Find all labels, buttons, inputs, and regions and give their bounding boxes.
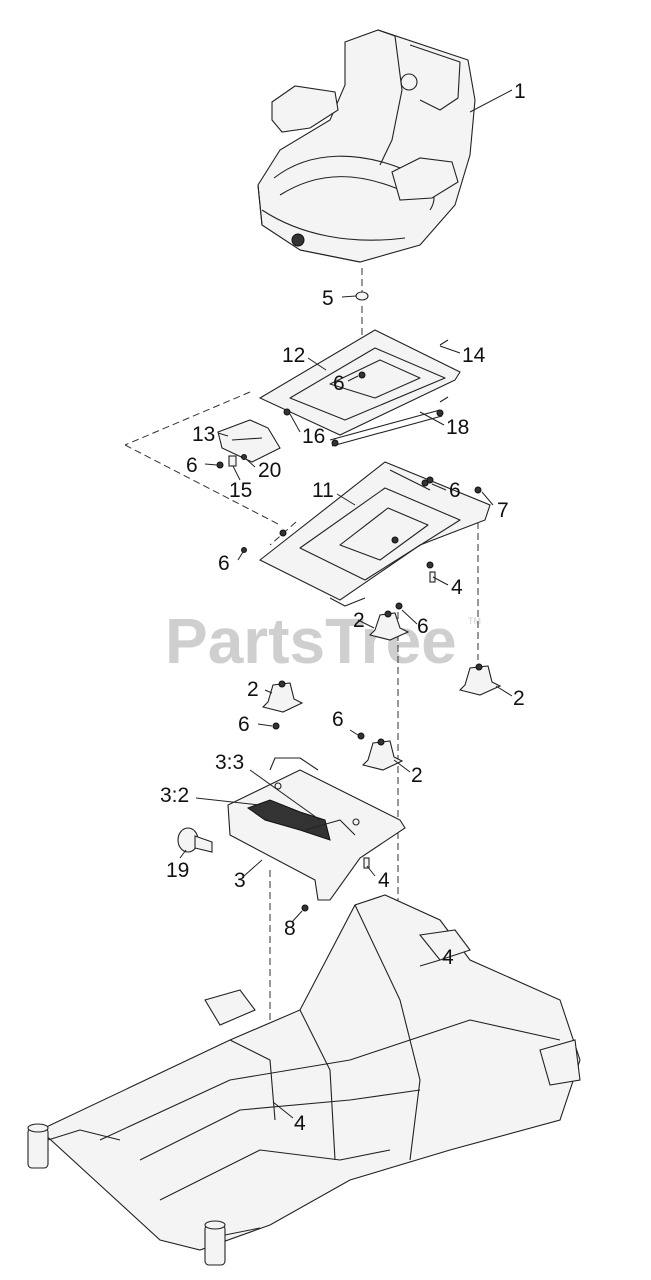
control-panel-part[interactable] (227, 757, 406, 901)
callout-1: 1 (514, 80, 526, 103)
isolator-mount-1[interactable] (368, 610, 410, 641)
callout-3-3: 3:3 (215, 751, 244, 774)
isolator-mount-3[interactable] (261, 680, 304, 713)
callout-3-2: 3:2 (160, 784, 189, 807)
callout-6: 6 (333, 372, 345, 395)
callout-2: 2 (411, 764, 423, 787)
callout-2: 2 (353, 609, 365, 632)
callout-19: 19 (166, 859, 189, 882)
callout-4: 4 (378, 869, 390, 892)
callout-13: 13 (192, 423, 215, 446)
callout-4: 4 (451, 576, 463, 599)
seat-plate-part[interactable] (258, 329, 461, 447)
bracket-hardware[interactable] (216, 454, 247, 469)
isolator-mount-2[interactable] (458, 663, 502, 696)
chassis-frame[interactable] (27, 894, 581, 1266)
callout-2: 2 (247, 678, 259, 701)
callout-6: 6 (332, 708, 344, 731)
callout-4: 4 (442, 946, 454, 969)
callout-6: 6 (449, 479, 461, 502)
callout-6: 6 (417, 615, 429, 638)
callout-8: 8 (284, 917, 296, 940)
watermark-text: PartsTree (165, 605, 457, 677)
callout-12: 12 (282, 344, 305, 367)
callout-4: 4 (294, 1112, 306, 1135)
callout-16: 16 (302, 425, 325, 448)
callout-2: 2 (513, 687, 525, 710)
callout-3: 3 (234, 869, 246, 892)
bracket-part[interactable] (217, 419, 281, 463)
mounting-plate-part[interactable] (258, 461, 491, 607)
watermark-trademark: TM (468, 616, 481, 626)
callout-20: 20 (258, 459, 281, 482)
callout-11: 11 (312, 479, 334, 502)
callout-15: 15 (229, 479, 252, 502)
callout-14: 14 (462, 344, 486, 367)
leader-lines (179, 89, 513, 1119)
washer-part[interactable] (355, 291, 369, 301)
alignment-lines (124, 268, 479, 1090)
callout-6: 6 (186, 454, 198, 477)
callouts: 1 5 12 14 6 18 13 16 6 20 15 11 6 7 6 4 … (160, 80, 526, 1135)
callout-5: 5 (322, 287, 334, 310)
callout-6: 6 (238, 713, 250, 736)
isolator-mount-4[interactable] (361, 738, 404, 771)
callout-6: 6 (218, 552, 230, 575)
key-switch-part[interactable] (177, 827, 213, 853)
callout-7: 7 (497, 499, 509, 522)
callout-18: 18 (446, 416, 469, 439)
seat-part[interactable] (257, 29, 476, 263)
